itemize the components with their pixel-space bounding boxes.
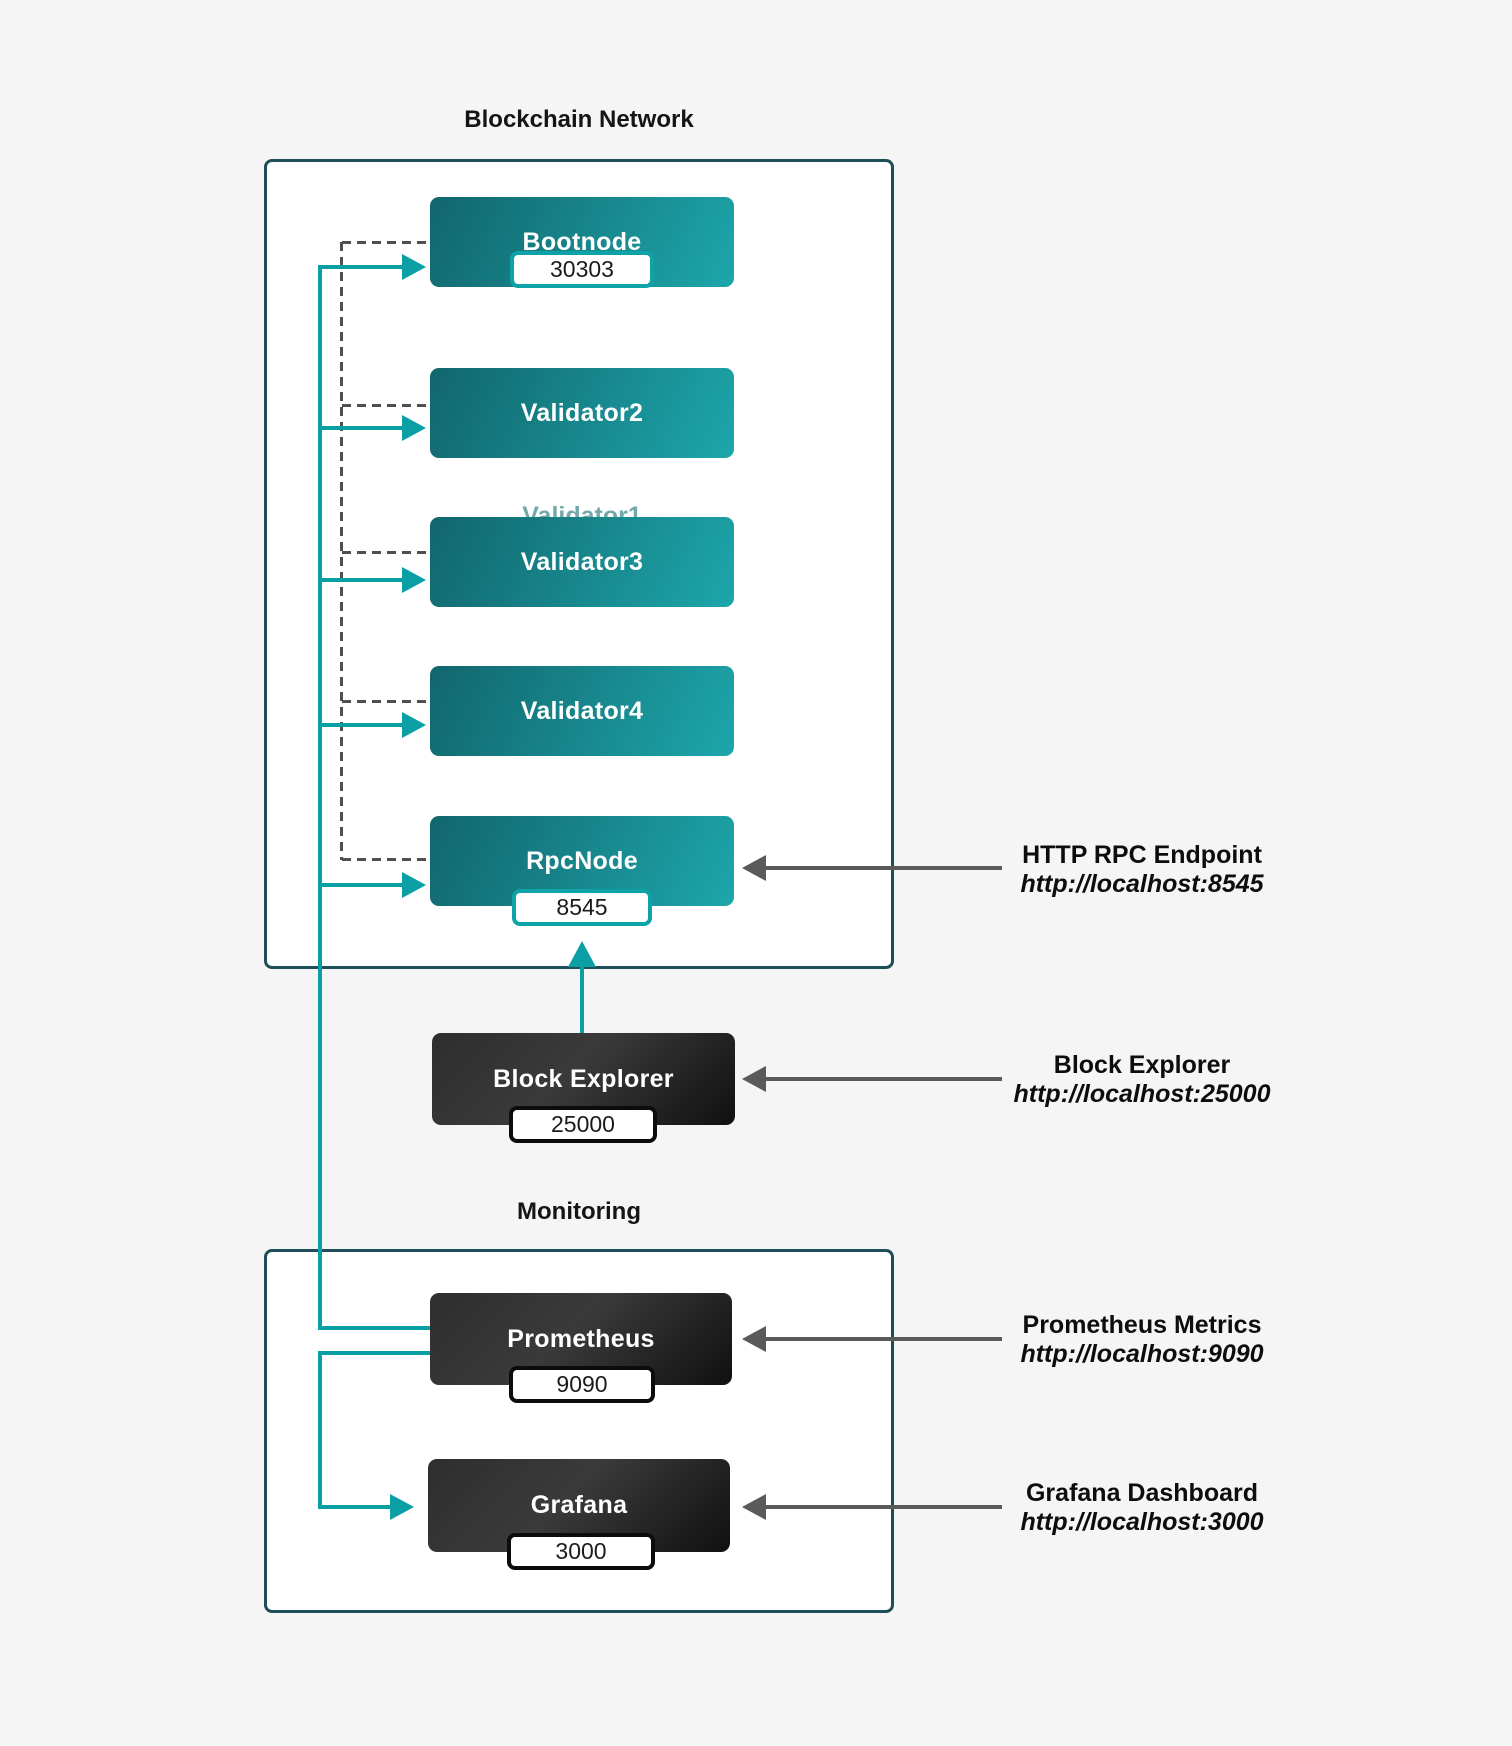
annotation-url: http://localhost:3000 bbox=[1020, 1508, 1264, 1536]
annotation-title: Block Explorer bbox=[1053, 1051, 1231, 1079]
node-label: Prometheus bbox=[507, 1324, 655, 1353]
gray-connector-grafana bbox=[764, 1505, 1002, 1509]
annotation-prometheus-metrics: Prometheus Metrics http://localhost:9090 bbox=[932, 1311, 1352, 1369]
node-label: Block Explorer bbox=[493, 1064, 674, 1093]
teal-connector-bootnode bbox=[318, 265, 406, 269]
teal-connector-main-vertical bbox=[318, 265, 322, 1330]
node-label: RpcNode bbox=[526, 846, 638, 875]
node-label: Validator2 bbox=[520, 398, 644, 427]
dashed-connector-validator3 bbox=[342, 551, 430, 554]
gray-connector-rpc bbox=[764, 866, 1002, 870]
gray-arrowhead-prometheus-icon bbox=[742, 1326, 766, 1352]
teal-connector-prometheus bbox=[318, 1326, 430, 1330]
node-grafana: Grafana bbox=[428, 1459, 730, 1552]
blockchain-network-title: Blockchain Network bbox=[464, 106, 694, 133]
node-label: Grafana bbox=[530, 1491, 628, 1519]
annotation-url: http://localhost:8545 bbox=[1020, 870, 1264, 898]
node-validator4: Validator4 bbox=[430, 666, 734, 756]
dashed-connector-bootnode bbox=[342, 241, 430, 244]
node-validator3: Validator3 bbox=[430, 517, 734, 607]
node-rpcnode: RpcNode bbox=[430, 816, 734, 906]
teal-connector-validator4 bbox=[318, 723, 406, 727]
annotation-title: HTTP RPC Endpoint bbox=[1022, 841, 1262, 869]
dashed-connector-validator2 bbox=[342, 404, 430, 407]
annotation-title: Grafana Dashboard bbox=[1025, 1479, 1258, 1507]
gray-arrowhead-grafana-icon bbox=[742, 1494, 766, 1520]
teal-connector-rpcnode bbox=[318, 883, 406, 887]
node-label: Bootnode bbox=[522, 227, 642, 256]
arrowhead-rpcnode-icon bbox=[402, 872, 426, 898]
gray-arrowhead-rpc-icon bbox=[742, 855, 766, 881]
annotation-title: Prometheus Metrics bbox=[1022, 1311, 1262, 1339]
node-label: Validator4 bbox=[520, 696, 644, 725]
dashed-connector-rpcnode bbox=[342, 858, 430, 861]
arrowhead-up-rpcnode-icon bbox=[568, 941, 596, 967]
bootnode-port-badge: 30303 bbox=[510, 251, 654, 288]
monitoring-title: Monitoring bbox=[517, 1198, 641, 1225]
teal-connector-validator2 bbox=[318, 426, 406, 430]
arrowhead-validator4-icon bbox=[402, 712, 426, 738]
arrowhead-grafana-icon bbox=[390, 1494, 414, 1520]
annotation-grafana-dashboard: Grafana Dashboard http://localhost:3000 bbox=[932, 1479, 1352, 1537]
annotation-http-rpc-endpoint: HTTP RPC Endpoint http://localhost:8545 bbox=[932, 841, 1352, 899]
prometheus-port-badge: 9090 bbox=[509, 1366, 655, 1403]
gray-connector-prometheus bbox=[764, 1337, 1002, 1341]
hidden-validator1-label: Validator1 bbox=[430, 504, 734, 517]
teal-connector-grafana bbox=[318, 1505, 394, 1509]
dashed-connector-validator4 bbox=[342, 700, 430, 703]
arrowhead-validator2-icon bbox=[402, 415, 426, 441]
teal-connector-validator3 bbox=[318, 578, 406, 582]
node-label: Validator3 bbox=[520, 547, 644, 576]
rpcnode-port-badge: 8545 bbox=[512, 889, 652, 926]
annotation-url: http://localhost:25000 bbox=[1013, 1080, 1271, 1108]
teal-connector-grafana-vertical bbox=[318, 1351, 322, 1509]
gray-connector-explorer bbox=[764, 1077, 1002, 1081]
arrowhead-validator3-icon bbox=[402, 567, 426, 593]
teal-connector-explorer-to-rpc bbox=[580, 952, 584, 1033]
dashed-connector-vertical bbox=[340, 242, 343, 860]
annotation-block-explorer: Block Explorer http://localhost:25000 bbox=[932, 1051, 1352, 1109]
teal-connector-prometheus-out bbox=[318, 1351, 430, 1355]
arrowhead-bootnode-icon bbox=[402, 254, 426, 280]
gray-arrowhead-explorer-icon bbox=[742, 1066, 766, 1092]
grafana-port-badge: 3000 bbox=[507, 1533, 655, 1570]
annotation-url: http://localhost:9090 bbox=[1020, 1340, 1264, 1368]
block-explorer-port-badge: 25000 bbox=[509, 1106, 657, 1143]
node-validator2: Validator2 bbox=[430, 368, 734, 458]
